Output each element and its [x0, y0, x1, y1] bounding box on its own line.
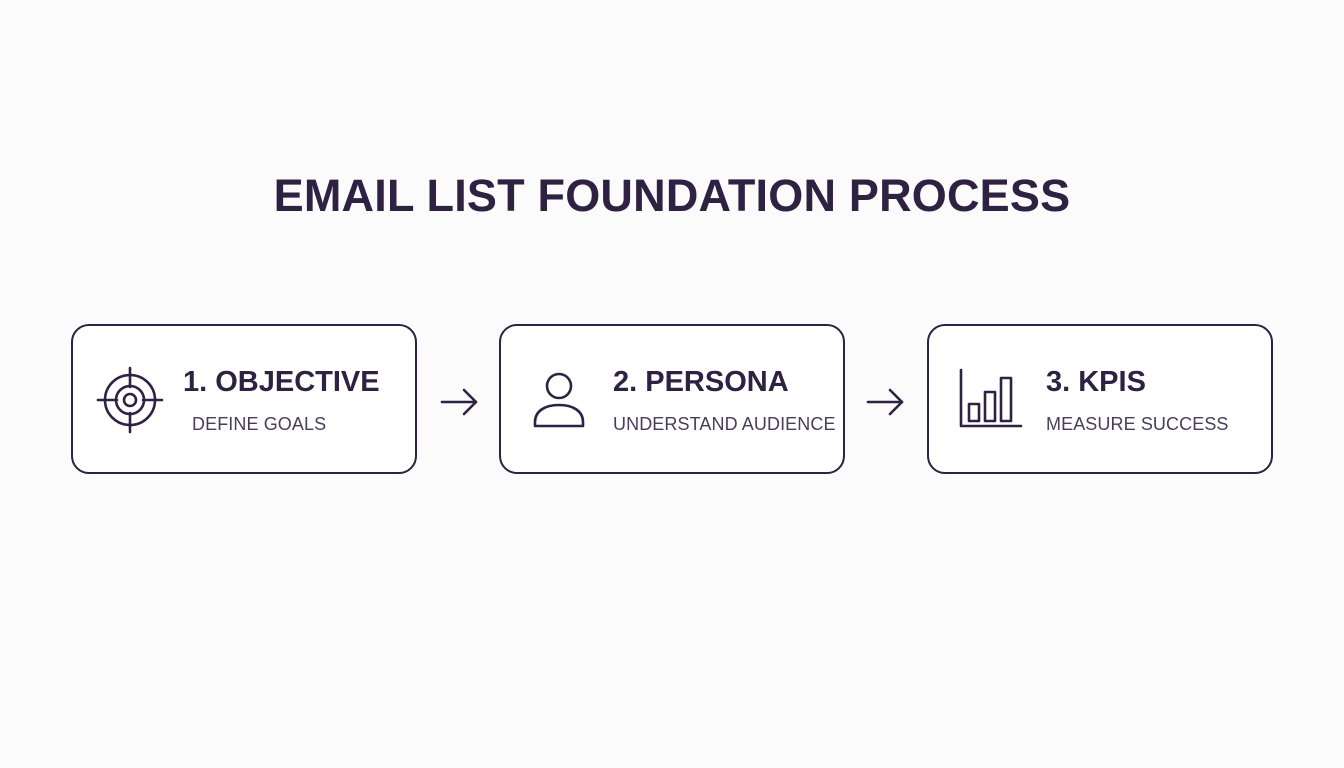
step-objective: 1. OBJECTIVE DEFINE GOALS — [71, 324, 417, 474]
user-icon — [533, 372, 585, 428]
step-subtitle: UNDERSTAND AUDIENCE — [613, 414, 836, 434]
arrow-right-icon — [440, 388, 478, 416]
step-title: 3. KPIS — [1046, 366, 1146, 398]
target-icon — [96, 366, 164, 434]
step-title: 2. PERSONA — [613, 366, 789, 398]
arrow-right-icon — [866, 388, 904, 416]
bar-chart-icon — [959, 368, 1023, 428]
step-subtitle: DEFINE GOALS — [192, 414, 327, 434]
diagram-title: EMAIL LIST FOUNDATION PROCESS — [273, 170, 1071, 221]
step-kpis: 3. KPIS MEASURE SUCCESS — [927, 324, 1273, 474]
step-subtitle: MEASURE SUCCESS — [1046, 414, 1229, 434]
step-title: 1. OBJECTIVE — [183, 366, 380, 398]
step-persona: 2. PERSONA UNDERSTAND AUDIENCE — [499, 324, 845, 474]
